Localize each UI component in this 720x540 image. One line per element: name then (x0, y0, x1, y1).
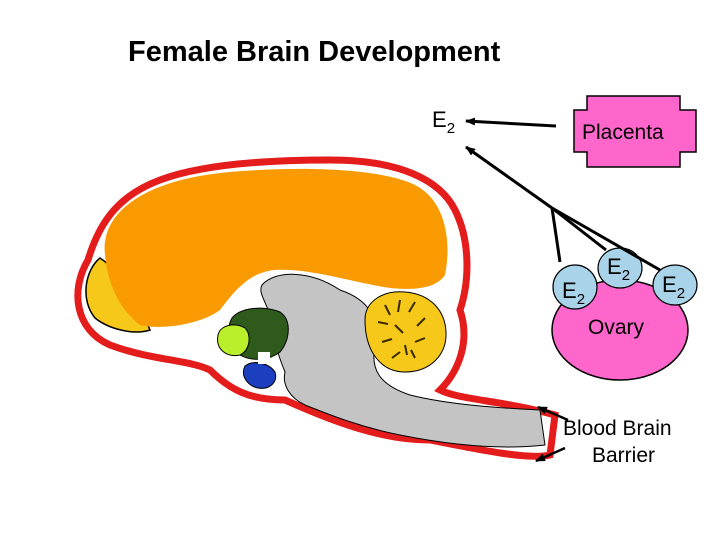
cerebellum-folia (377, 299, 426, 359)
placenta-label: Placenta (582, 121, 664, 144)
arrow-barrier-lower (535, 446, 566, 463)
blood-brain-barrier-outline (74, 156, 559, 460)
pituitary-stalk-gap (258, 352, 270, 364)
e2-bubble-right (652, 264, 698, 306)
barrier-label-line1: Blood Brain (563, 417, 672, 440)
ovary-arrow-lines (550, 206, 661, 272)
arrow-ovary-to-brain (465, 145, 553, 210)
arrow-placenta-to-e2 (465, 117, 557, 128)
cerebral-cortex (104, 168, 448, 327)
cerebellum (364, 291, 447, 373)
diagram-title: Female Brain Development (128, 36, 501, 68)
placenta-box (573, 95, 697, 168)
e2-label-right: E2 (662, 272, 685, 302)
pituitary-gland (243, 362, 277, 389)
e2-bubble-left (552, 264, 598, 310)
e2-label-top: E2 (432, 107, 455, 137)
e2-label-left: E2 (562, 278, 585, 308)
thalamic-nucleus (217, 324, 250, 357)
arrow-barrier-upper (537, 405, 569, 422)
ovary-label: Ovary (588, 316, 645, 339)
e2-label-middle: E2 (607, 254, 630, 284)
barrier-label-line2: Barrier (592, 444, 655, 467)
